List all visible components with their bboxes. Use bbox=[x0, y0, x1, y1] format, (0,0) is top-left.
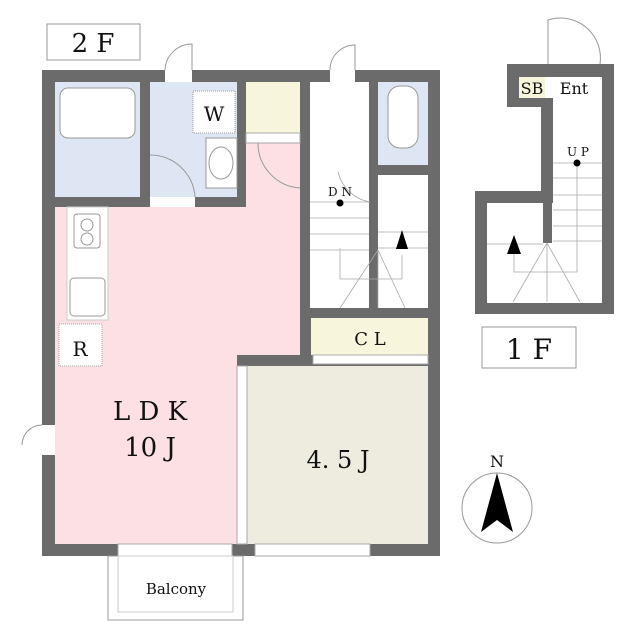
refrigerator-label: R bbox=[72, 337, 88, 361]
window bbox=[117, 543, 233, 557]
floor-2-label: 2 F bbox=[46, 23, 141, 61]
up-arrow-icon bbox=[396, 230, 408, 249]
stairs-up-label: U P bbox=[567, 145, 589, 159]
storage-box bbox=[246, 82, 300, 133]
closet bbox=[311, 318, 428, 355]
svg-text:2 F: 2 F bbox=[72, 29, 115, 59]
ldk-room bbox=[55, 143, 300, 544]
stair-hall bbox=[310, 82, 369, 308]
svg-text:1 F: 1 F bbox=[506, 333, 552, 366]
ldk-size: 10 J bbox=[124, 433, 176, 463]
up-arrow-icon bbox=[507, 235, 521, 254]
floor-1-label: 1 F bbox=[481, 326, 577, 369]
entrance-label: Ent bbox=[560, 79, 589, 98]
svg-text:N: N bbox=[490, 452, 504, 471]
shoebox bbox=[519, 77, 545, 98]
closet-label: C L bbox=[354, 329, 385, 350]
bedroom bbox=[247, 366, 428, 544]
washroom-label: W bbox=[204, 102, 225, 126]
ldk-label: L D K bbox=[113, 397, 188, 427]
balcony-label: Balcony bbox=[146, 580, 207, 598]
north-compass-icon: N bbox=[461, 452, 533, 544]
bedroom-size: 4. 5 J bbox=[306, 446, 369, 474]
toilet-icon bbox=[387, 85, 419, 149]
shoebox-label: SB bbox=[521, 79, 544, 98]
stairs-down-label: D N bbox=[328, 185, 352, 199]
window bbox=[254, 543, 371, 557]
kitchen-sink-icon bbox=[69, 277, 106, 317]
bathtub-icon bbox=[59, 87, 136, 139]
